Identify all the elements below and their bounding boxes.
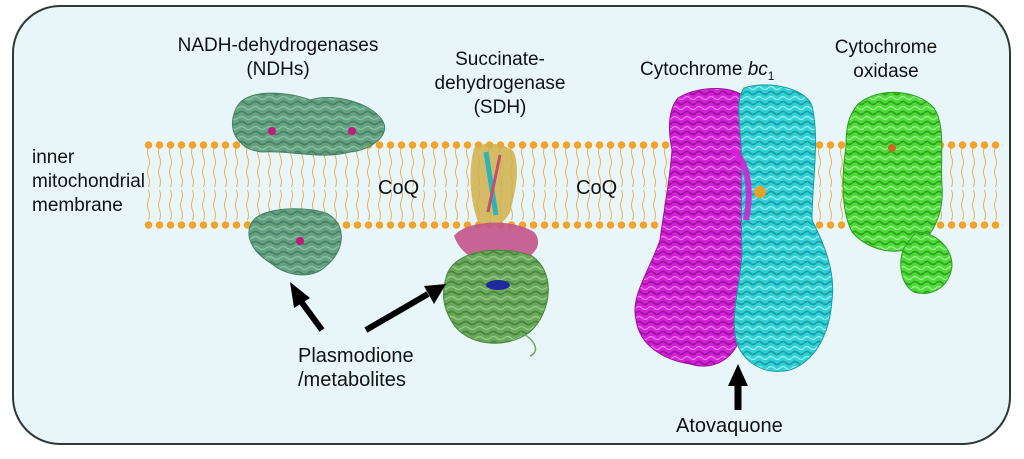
atovaquone-label: Atovaquone xyxy=(676,415,783,437)
plasmodione-label-line-2: /metabolites xyxy=(298,369,406,391)
plasmodione-label: Plasmodione /metabolites xyxy=(298,344,414,392)
cox-label: Cytochrome oxidase xyxy=(826,36,946,84)
cox-label-line-1: Cytochrome xyxy=(834,37,938,58)
membrane-label: inner mitochondrial membrane xyxy=(32,146,145,218)
bc1-label-sub: 1 xyxy=(767,68,775,83)
arrow-up-icon xyxy=(728,364,748,410)
sdh-label: Succinate- dehydrogenase (SDH) xyxy=(430,48,570,120)
cox-complex xyxy=(842,91,953,294)
sdh-protein xyxy=(443,143,549,357)
membrane-label-line-3: membrane xyxy=(32,195,123,216)
plasmodione-label-line-1: Plasmodione xyxy=(298,345,414,367)
ndh-label: NADH-dehydrogenases (NDHs) xyxy=(158,34,398,82)
membrane-label-line-1: inner xyxy=(32,147,75,168)
bc1-complex xyxy=(634,84,834,372)
arrow-up-left-icon xyxy=(290,282,325,332)
ndh-label-line-2: (NDHs) xyxy=(246,59,310,80)
cox-label-line-2: oxidase xyxy=(853,61,919,82)
sdh-label-line-1: Succinate- xyxy=(455,49,545,70)
arrow-up-right-icon xyxy=(364,284,446,333)
sdh-label-line-2: dehydrogenase xyxy=(434,73,566,94)
coq-label-2: CoQ xyxy=(576,177,618,199)
coq-label-1: CoQ xyxy=(378,177,420,199)
bc1-label-italic: bc xyxy=(747,59,768,80)
bc1-label-prefix: Cytochrome xyxy=(640,59,748,80)
ndh-label-line-1: NADH-dehydrogenases xyxy=(177,35,379,56)
ndh-protein-upper xyxy=(232,92,386,156)
sdh-label-line-3: (SDH) xyxy=(473,97,527,118)
membrane-label-line-2: mitochondrial xyxy=(32,171,145,192)
bc1-label: Cytochrome bc1 xyxy=(640,58,774,88)
ndh-protein-lower xyxy=(248,208,342,276)
